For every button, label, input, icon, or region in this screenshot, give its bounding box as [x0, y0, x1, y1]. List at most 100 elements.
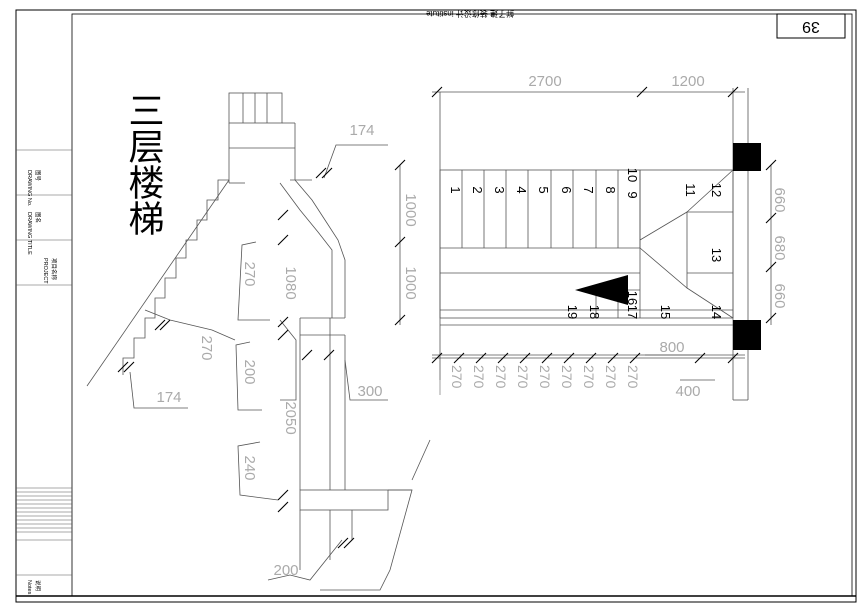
section-dim-270-left: 270 [241, 261, 258, 286]
title-block-notes: Notes [26, 580, 32, 595]
dim-tick [277, 209, 289, 221]
tread-dimension: 270 [537, 365, 553, 389]
plan-dim-right-680: 680 [771, 235, 788, 260]
plan-dim-bottom-400: 400 [675, 383, 700, 400]
section-dim-270-diag: 270 [198, 335, 215, 360]
dim-tick [727, 352, 739, 364]
step-number: 13 [709, 248, 724, 262]
section-dim-2050: 2050 [282, 401, 299, 434]
plan-dim-top-2700: 2700 [528, 73, 561, 90]
tread-dimension: 270 [449, 365, 465, 389]
tread-dimension: 270 [493, 365, 509, 389]
section-dim-200-bottom: 200 [273, 562, 298, 579]
dim-tick [315, 167, 327, 179]
plan-dim-left-1000-a: 1000 [402, 193, 419, 226]
section-dim-200: 200 [241, 359, 258, 384]
tread-dimension: 270 [515, 365, 531, 389]
tread-dimension: 270 [559, 365, 575, 389]
plan-dim-bottom-800: 800 [659, 339, 684, 356]
upper-run-treads [461, 170, 641, 248]
tread-dimension: 270 [581, 365, 597, 389]
step-number: 9 [625, 191, 640, 198]
plan-dim-right-660-a: 660 [771, 187, 788, 212]
dim-tick [497, 352, 509, 364]
tread-dimension: 270 [625, 365, 641, 389]
header-text: 鲜子建 装修设计 institute [425, 9, 514, 19]
step-number: 11 [683, 183, 698, 197]
dim-tick [277, 489, 289, 501]
dim-tick [117, 361, 129, 373]
dim-tick [694, 352, 706, 364]
step-number: 7 [581, 186, 596, 193]
step-number: 15 [658, 305, 673, 319]
plan-dim-top-1200: 1200 [671, 73, 704, 90]
dimension-ticks [117, 86, 777, 549]
dim-tick [277, 501, 289, 513]
title-block [16, 149, 72, 576]
section-dim-174-top: 174 [349, 122, 374, 139]
step-number: 5 [536, 186, 551, 193]
plan-dim-left-1000-b: 1000 [402, 266, 419, 299]
title-block-drawing-title: DRAWING TITLE [26, 212, 32, 255]
dim-tick [765, 261, 777, 273]
dim-tick [301, 349, 313, 361]
section-dim-300: 300 [357, 383, 382, 400]
dim-tick [394, 236, 406, 248]
step-number: 18 [587, 305, 602, 319]
step-number: 1 [448, 186, 463, 193]
dim-tick [343, 537, 355, 549]
page-number: 39 [802, 18, 820, 35]
column-bottom [733, 320, 761, 350]
step-number: 19 [565, 305, 580, 319]
stair-plan [399, 88, 772, 401]
dim-tick [585, 352, 597, 364]
section-dim-240: 240 [241, 455, 258, 480]
dim-tick [765, 159, 777, 171]
title-block-project-cn: 项目名称 [50, 258, 58, 281]
column-top [733, 143, 761, 171]
stair-section [86, 92, 431, 591]
step-number: 12 [709, 183, 724, 197]
plan-dim-right-660-b: 660 [771, 283, 788, 308]
dim-tick [123, 361, 135, 373]
dim-tick [323, 349, 335, 361]
step-number: 14 [709, 305, 724, 319]
dim-tick [453, 352, 465, 364]
dim-tick [541, 352, 553, 364]
dim-tick [394, 314, 406, 326]
tread-dimension: 270 [603, 365, 619, 389]
stair-title: 三层楼梯 [124, 92, 165, 236]
dim-tick [607, 352, 619, 364]
sheet-border [15, 9, 857, 603]
title-block-drawing-no: DRAWING No. [26, 170, 32, 207]
title-block-notes-cn: 说明 [34, 580, 42, 592]
step-number: 6 [559, 186, 574, 193]
dim-tick [563, 352, 575, 364]
dim-tick [394, 159, 406, 171]
dim-tick [337, 537, 349, 549]
step-number: 8 [603, 186, 618, 193]
step-number: 3 [492, 186, 507, 193]
tread-dimension: 270 [471, 365, 487, 389]
page-number-box [776, 13, 846, 39]
dim-tick [277, 329, 289, 341]
step-number: 2 [470, 186, 485, 193]
dim-tick [727, 86, 739, 98]
dim-tick [431, 86, 443, 98]
dim-tick [629, 352, 641, 364]
dim-tick [519, 352, 531, 364]
dim-tick [475, 352, 487, 364]
step-number: 17 [625, 305, 640, 319]
step-number: 4 [514, 186, 529, 193]
step-number: 16 [625, 291, 640, 305]
dim-tick [154, 319, 166, 331]
dim-tick [321, 167, 333, 179]
dim-tick [277, 316, 289, 328]
direction-arrow [575, 275, 628, 305]
dim-tick [431, 352, 443, 364]
dim-tick [765, 212, 777, 224]
dim-tick [277, 234, 289, 246]
section-dim-174-bottom: 174 [156, 389, 181, 406]
